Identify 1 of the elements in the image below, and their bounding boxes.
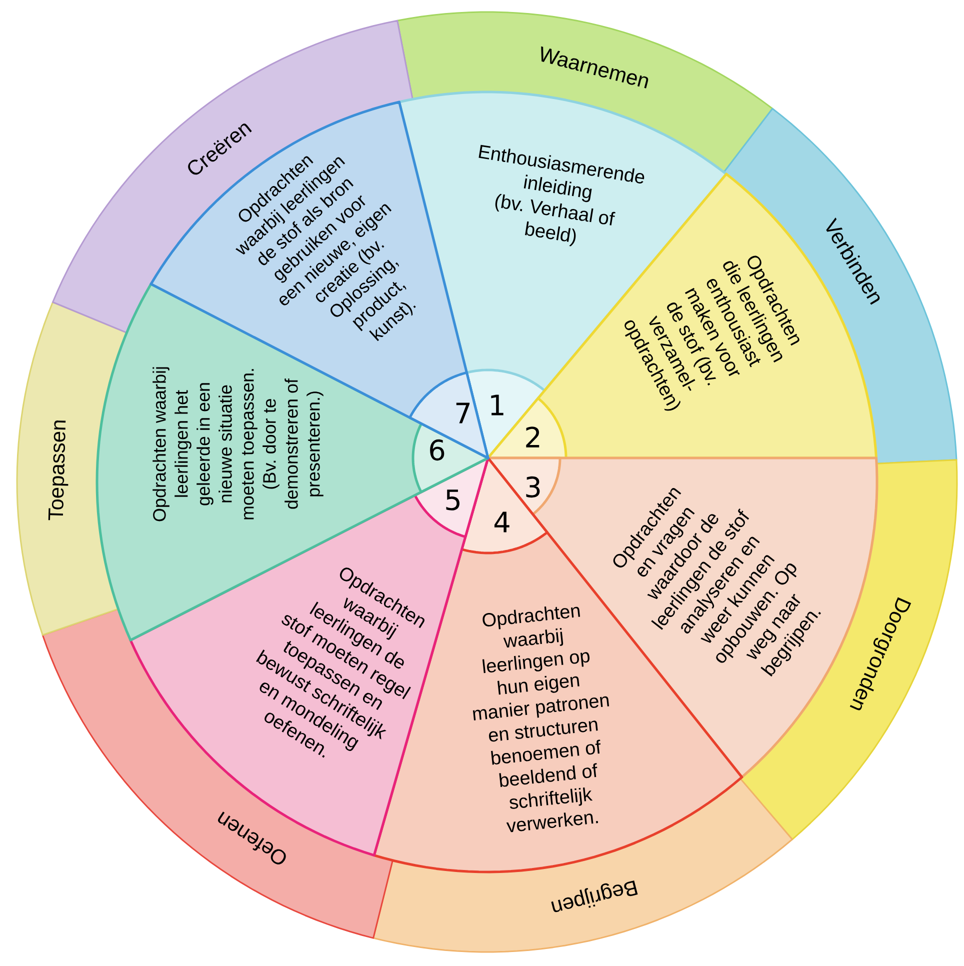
ring-segment: Toepassen <box>16 301 128 636</box>
